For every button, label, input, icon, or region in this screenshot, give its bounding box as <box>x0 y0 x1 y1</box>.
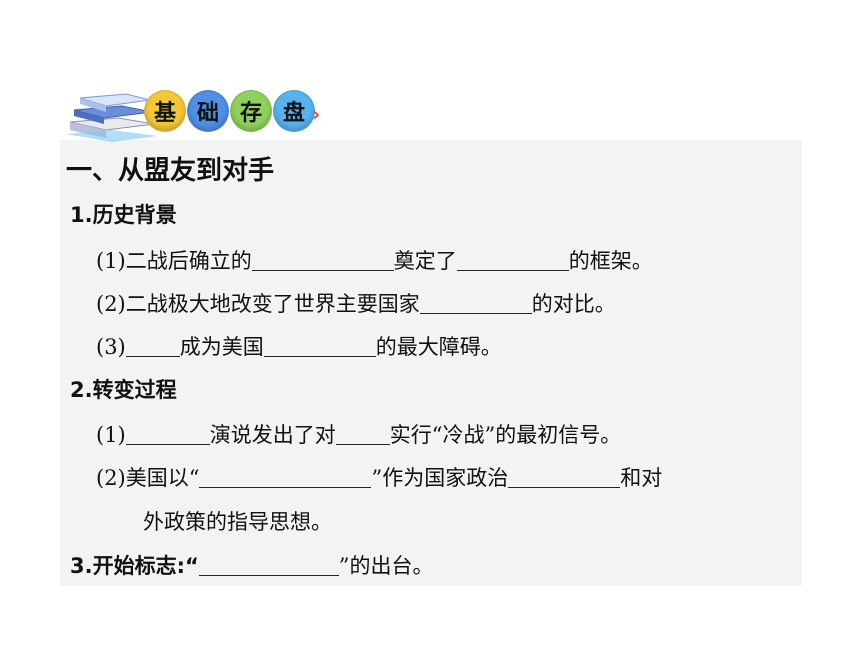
fill-blank[interactable] <box>456 249 569 271</box>
fill-blank[interactable] <box>125 423 210 445</box>
fill-blank[interactable] <box>125 335 180 357</box>
fill-blank[interactable] <box>198 554 339 576</box>
heading-background: 1.历史背景 <box>70 203 177 227</box>
item-2-1: (1)演说发出了对实行“冷战”的最初信号。 <box>96 423 622 447</box>
badge-char-3: 存 <box>230 90 272 132</box>
item-1-3: (3)成为美国的最大障碍。 <box>96 335 502 359</box>
fill-blank[interactable] <box>335 423 390 445</box>
badge-char-4: 盘 <box>273 90 315 132</box>
fill-blank[interactable] <box>419 292 532 314</box>
item-2-2-continued: 外政策的指导思想。 <box>143 510 332 534</box>
item-3: 3.开始标志:“”的出台。 <box>70 554 434 578</box>
chevron-right-icon: › <box>312 102 321 126</box>
badge-char-1: 基 <box>144 90 186 132</box>
content-panel <box>60 140 802 586</box>
section-badge: 基 础 存 盘 › <box>62 84 332 146</box>
section-title: 一、从盟友到对手 <box>66 156 275 186</box>
fill-blank[interactable] <box>508 466 621 488</box>
fill-blank[interactable] <box>199 466 372 488</box>
badge-char-2: 础 <box>187 90 229 132</box>
item-2-2: (2)美国以“”作为国家政治和对 <box>96 466 663 490</box>
heading-process: 2.转变过程 <box>70 378 177 402</box>
item-1-1: (1)二战后确立的奠定了的框架。 <box>96 249 653 273</box>
item-1-2: (2)二战极大地改变了世界主要国家的对比。 <box>96 292 616 316</box>
fill-blank[interactable] <box>263 335 376 357</box>
fill-blank[interactable] <box>251 249 394 271</box>
